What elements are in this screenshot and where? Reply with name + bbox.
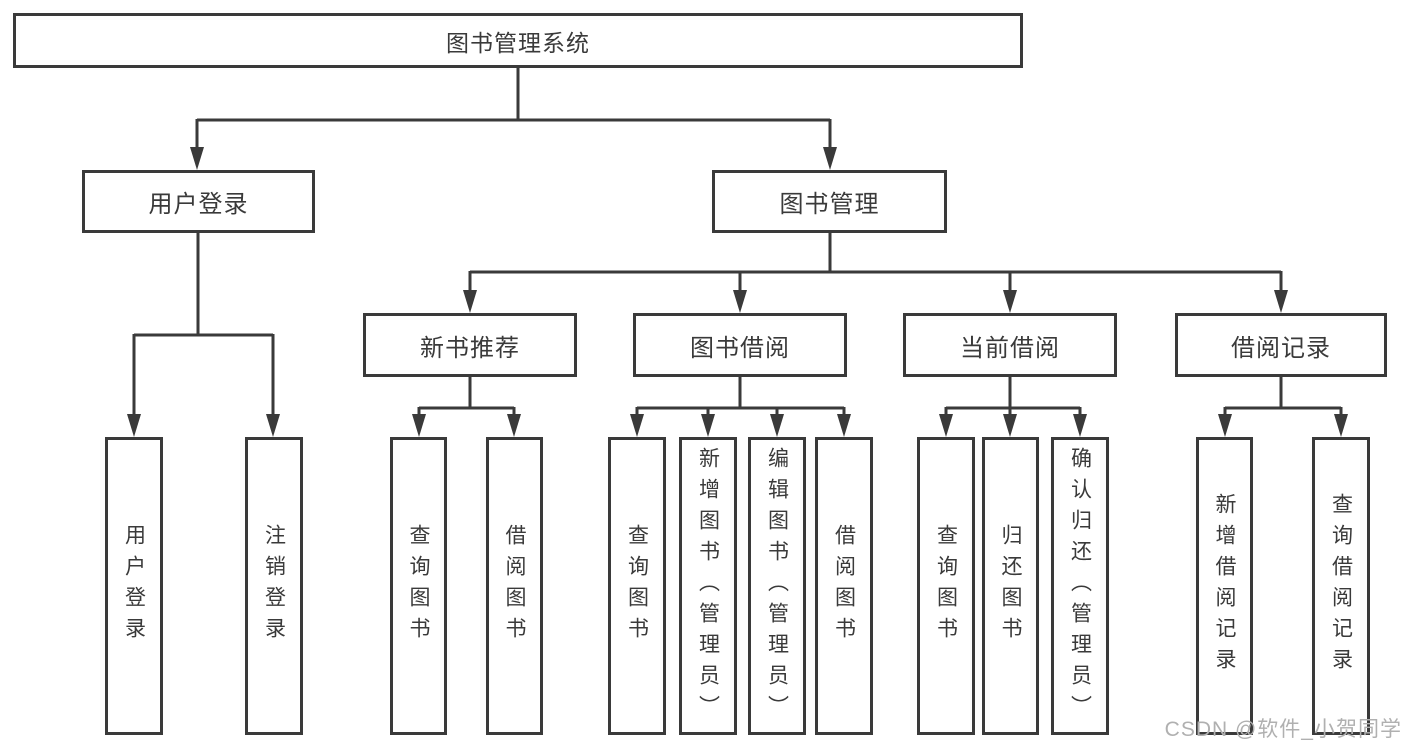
- arrowhead-down: [770, 414, 784, 437]
- node-book-borrow: 图书借阅: [633, 313, 847, 377]
- arrowhead-down: [939, 414, 953, 437]
- leaf-add-borrow-record: 新增借阅记录: [1196, 437, 1253, 735]
- leaf-add-book-admin: 新增图书（管理员）: [679, 437, 737, 735]
- leaf-label: 新增借阅记录: [1213, 493, 1237, 679]
- leaf-edit-book-admin: 编辑图书（管理员）: [748, 437, 806, 735]
- leaf-label: 注销登录: [262, 524, 286, 648]
- leaf-query-books: 查询图书: [390, 437, 447, 735]
- leaf-borrow-books: 借阅图书: [815, 437, 873, 735]
- leaf-label: 编辑图书（管理员）: [765, 446, 789, 726]
- leaf-borrow-books: 借阅图书: [486, 437, 543, 735]
- connector-path: [944, 377, 1082, 419]
- leaf-label: 查询图书: [625, 524, 649, 648]
- connector-path: [468, 233, 1283, 295]
- node-root-system: 图书管理系统: [13, 13, 1023, 68]
- edges-borrow-records: [1218, 377, 1348, 437]
- arrowhead-down: [1274, 290, 1288, 313]
- leaf-label: 查询图书: [934, 524, 958, 648]
- arrowhead-down: [1334, 414, 1348, 437]
- leaf-query-books: 查询图书: [608, 437, 666, 735]
- edges-new-book-recommend: [412, 377, 521, 437]
- node-new-book-recommend: 新书推荐: [363, 313, 577, 377]
- leaf-label: 借阅图书: [832, 524, 856, 648]
- leaf-label: 归还图书: [999, 524, 1023, 648]
- arrowhead-down: [1073, 414, 1087, 437]
- arrowhead-down: [701, 414, 715, 437]
- leaf-label: 借阅图书: [503, 524, 527, 648]
- arrowhead-down: [127, 414, 141, 437]
- arrowhead-down: [837, 414, 851, 437]
- arrowhead-down: [1003, 414, 1017, 437]
- arrowhead-down: [463, 290, 477, 313]
- watermark: CSDN @软件_小贺同学: [1164, 718, 1402, 741]
- leaf-confirm-return-admin: 确认归还（管理员）: [1051, 437, 1109, 735]
- node-user-login: 用户登录: [82, 170, 315, 233]
- arrowhead-down: [190, 147, 204, 170]
- leaf-user-login: 用户登录: [105, 437, 163, 735]
- connector-path: [635, 377, 846, 419]
- arrowhead-down: [507, 414, 521, 437]
- connector-path: [417, 377, 516, 419]
- connector-path: [1223, 377, 1343, 419]
- edges-current-borrow: [939, 377, 1087, 437]
- node-borrow-records: 借阅记录: [1175, 313, 1387, 377]
- connector-path: [195, 68, 832, 152]
- arrowhead-down: [1218, 414, 1232, 437]
- arrowhead-down: [733, 290, 747, 313]
- node-book-management: 图书管理: [712, 170, 947, 233]
- leaf-query-books: 查询图书: [917, 437, 975, 735]
- leaf-label: 确认归还（管理员）: [1068, 446, 1092, 726]
- leaf-label: 查询图书: [407, 524, 431, 648]
- arrowhead-down: [630, 414, 644, 437]
- edges-book-management: [463, 233, 1288, 313]
- arrowhead-down: [823, 147, 837, 170]
- leaf-label: 用户登录: [122, 524, 146, 648]
- edges-user-login: [127, 233, 280, 437]
- leaf-logout: 注销登录: [245, 437, 303, 735]
- connector-path: [132, 233, 275, 419]
- edges-book-borrow: [630, 377, 851, 437]
- leaf-label: 查询借阅记录: [1329, 493, 1353, 679]
- arrowhead-down: [266, 414, 280, 437]
- edges-root: [190, 68, 837, 170]
- arrowhead-down: [412, 414, 426, 437]
- leaf-label: 新增图书（管理员）: [696, 446, 720, 726]
- node-current-borrow: 当前借阅: [903, 313, 1117, 377]
- arrowhead-down: [1003, 290, 1017, 313]
- leaf-return-books: 归还图书: [982, 437, 1039, 735]
- leaf-query-borrow-record: 查询借阅记录: [1312, 437, 1370, 735]
